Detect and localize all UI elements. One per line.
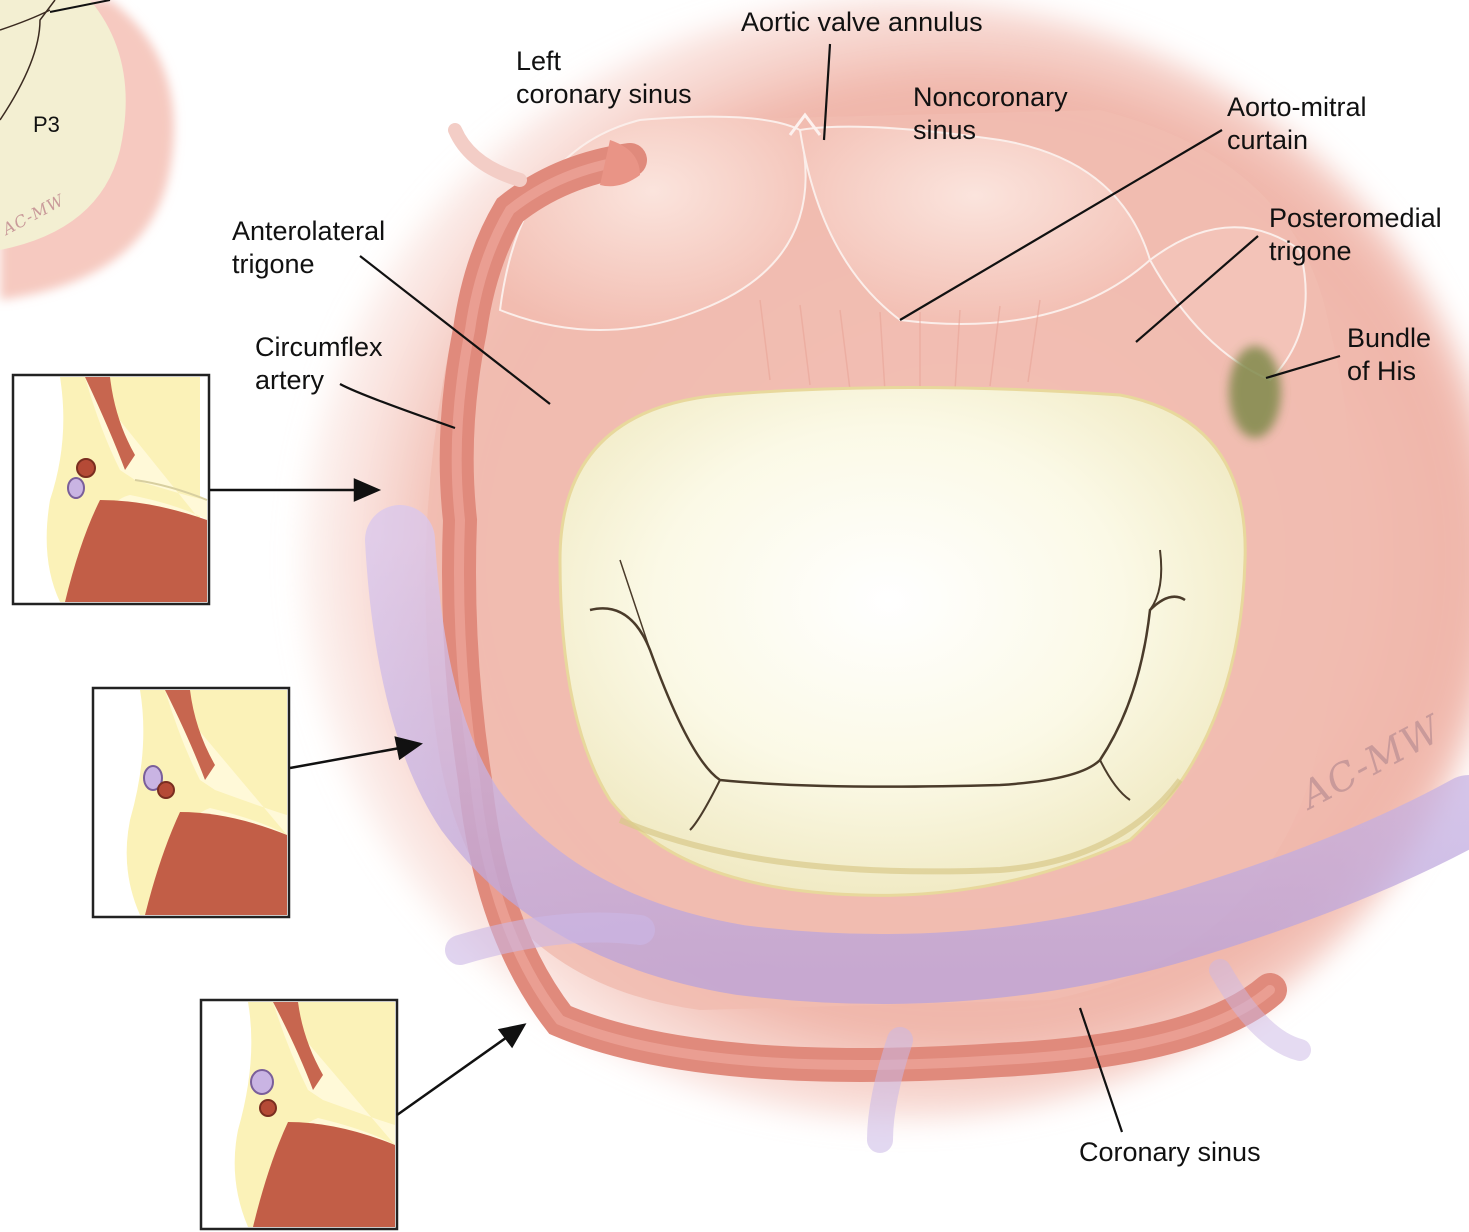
label-aortic-valve-annulus: Aortic valve annulus <box>741 6 983 39</box>
label-circumflex-artery: Circumflex artery <box>255 331 383 397</box>
bundle-of-his <box>1229 346 1281 438</box>
inset-panel-1 <box>13 375 209 604</box>
inset-panel-2 <box>93 688 289 917</box>
label-bundle-of-his: Bundle of His <box>1347 322 1431 388</box>
label-left-coronary-sinus: Left coronary sinus <box>516 45 692 111</box>
corner-valve-fragment <box>0 0 174 300</box>
label-aorto-mitral-curtain: Aorto-mitral curtain <box>1227 91 1367 157</box>
label-anterolateral-trigone: Anterolateral trigone <box>232 215 385 281</box>
label-coronary-sinus: Coronary sinus <box>1079 1136 1261 1169</box>
mitral-valve <box>560 388 1245 896</box>
label-p3: P3 <box>33 112 60 138</box>
inset-panel-3 <box>201 1000 397 1229</box>
label-noncoronary-sinus: Noncoronary sinus <box>913 81 1068 147</box>
label-posteromedial-trigone: Posteromedial trigone <box>1269 202 1442 268</box>
